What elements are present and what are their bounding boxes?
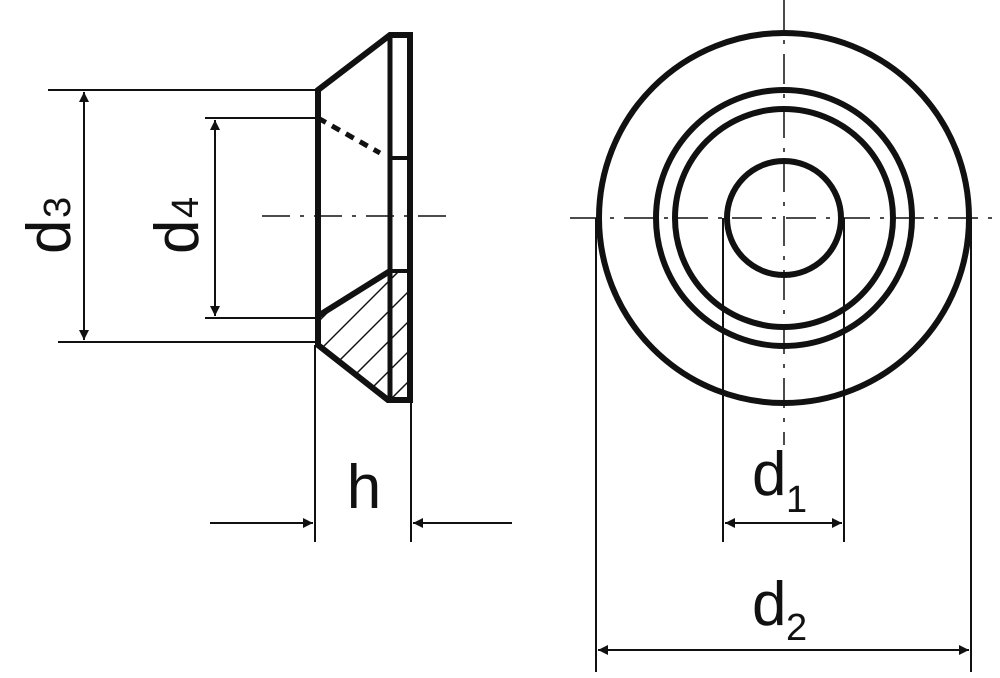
bore-circle — [724, 158, 844, 278]
d2-label: d 2 — [752, 570, 807, 649]
hidden-countersink-line — [316, 115, 382, 156]
d2-label-letter: d — [752, 570, 786, 639]
side-section-view — [48, 32, 512, 542]
d3-label-letter: d — [15, 220, 84, 254]
d2-label-subscript: 2 — [786, 607, 807, 649]
countersink-edge — [316, 268, 392, 319]
d4-label: d 4 — [143, 197, 212, 254]
countersink-outer-circle — [653, 87, 915, 349]
outer-diameter-circle — [596, 30, 972, 406]
front-view — [570, 0, 1000, 672]
d4-label-letter: d — [143, 220, 212, 254]
countersink-inner-circle — [672, 106, 896, 330]
d3-label-subscript: 3 — [37, 197, 79, 218]
d4-label-subscript: 4 — [165, 197, 207, 218]
d1-label-letter: d — [752, 440, 786, 509]
d3-label: d 3 — [15, 197, 84, 254]
washer-profile-outline — [315, 32, 413, 403]
h-label: h — [347, 453, 381, 522]
d1-label-subscript: 1 — [786, 479, 807, 521]
d1-label: d 1 — [752, 440, 807, 521]
